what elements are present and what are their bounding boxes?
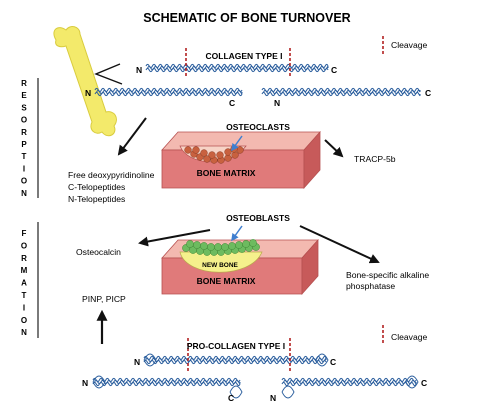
osteoblast-cell bbox=[186, 240, 194, 248]
collagen-strand bbox=[263, 89, 421, 95]
formation-letter: O bbox=[21, 241, 27, 250]
osteoblast-cell bbox=[214, 243, 222, 251]
osteoclast-cell bbox=[192, 146, 200, 154]
resorption-letter: N bbox=[21, 189, 27, 198]
resorption-marker: C-Telopeptides bbox=[68, 182, 125, 192]
collagen-strand bbox=[94, 379, 241, 385]
resorption-letter: R bbox=[21, 79, 27, 88]
c-terminus-label: C bbox=[229, 98, 235, 108]
propeptide-loop bbox=[405, 375, 419, 389]
osteoblast-cells bbox=[182, 239, 260, 256]
resorption-marker: N-Telopeptides bbox=[68, 194, 125, 204]
osteoclast-cell bbox=[203, 155, 211, 163]
osteoblast-pointer-arrow bbox=[231, 225, 243, 242]
osteoblast-cell bbox=[228, 242, 236, 250]
formation-arrow-right bbox=[299, 225, 380, 264]
n-terminus-label: N bbox=[136, 65, 142, 75]
diagram-title: SCHEMATIC OF BONE TURNOVER bbox=[143, 11, 350, 25]
collagen-helices bbox=[92, 63, 421, 399]
osteoblast-cell bbox=[200, 242, 208, 250]
pro-collagen-label: PRO-COLLAGEN TYPE I bbox=[187, 341, 285, 351]
osteocalcin-marker: Osteocalcin bbox=[76, 247, 121, 257]
collagen-strand bbox=[283, 379, 417, 385]
pinp-picp-marker: PINP, PICP bbox=[82, 294, 126, 304]
n-terminus-label: N bbox=[270, 393, 276, 403]
c-terminus-label: C bbox=[330, 357, 336, 367]
c-terminus-label: C bbox=[421, 378, 427, 388]
formation-arrow-left bbox=[138, 229, 211, 247]
collagen-strand bbox=[281, 381, 417, 387]
c-terminus-label: C bbox=[228, 393, 234, 403]
osteoblast-cell bbox=[207, 243, 215, 251]
c-terminus-label: C bbox=[331, 65, 337, 75]
formation-letter: A bbox=[21, 279, 27, 288]
alp-marker: phosphatase bbox=[346, 281, 395, 291]
collagen-strand bbox=[143, 359, 327, 365]
osteoblast-cell bbox=[249, 239, 257, 247]
osteoclasts-label: OSTEOCLASTS bbox=[226, 122, 290, 132]
formation-letter: I bbox=[23, 303, 25, 312]
formation-letter: M bbox=[21, 266, 28, 275]
c-terminus-label: C bbox=[425, 88, 431, 98]
resorption-matrix-label: BONE MATRIX bbox=[197, 168, 256, 178]
formation-letter: R bbox=[21, 254, 27, 263]
collagen-strand bbox=[261, 91, 421, 97]
new-bone-label: NEW BONE bbox=[202, 262, 238, 269]
osteoclast-cell bbox=[216, 151, 224, 159]
propeptide-loop bbox=[281, 385, 295, 399]
resorption-arrow-left bbox=[117, 117, 147, 156]
formation-matrix-label: BONE MATRIX bbox=[197, 276, 256, 286]
osteoblast-cell bbox=[242, 240, 250, 248]
propeptide-loop bbox=[143, 353, 157, 367]
propeptide-loop bbox=[92, 375, 106, 389]
propeptide-loop bbox=[229, 385, 243, 399]
resorption-letter: P bbox=[21, 140, 27, 149]
collagen-strand bbox=[96, 89, 243, 95]
alp-marker: Bone-specific alkaline bbox=[346, 270, 429, 280]
osteoclast-cell bbox=[236, 146, 244, 154]
osteoblast-cell bbox=[221, 243, 229, 251]
tracp-marker: TRACP-5b bbox=[354, 154, 396, 164]
resorption-letter: O bbox=[21, 177, 27, 186]
cleavage-legend-label-formation: Cleavage bbox=[391, 332, 428, 342]
collagen-type-label: COLLAGEN TYPE I bbox=[206, 51, 283, 61]
formation-letter: O bbox=[21, 316, 27, 325]
osteoblast-cell bbox=[235, 241, 243, 249]
formation-letter: T bbox=[22, 291, 27, 300]
osteoclast-cell bbox=[208, 151, 216, 159]
resorption-marker: Free deoxypyridinoline bbox=[68, 170, 155, 180]
n-terminus-label: N bbox=[274, 98, 280, 108]
n-terminus-label: N bbox=[134, 357, 140, 367]
osteoblasts-label: OSTEOBLASTS bbox=[226, 213, 290, 223]
formation-letter: N bbox=[21, 328, 27, 337]
resorption-letter: R bbox=[21, 128, 27, 137]
resorption-letter: O bbox=[21, 116, 27, 125]
propeptide-loop bbox=[315, 353, 329, 367]
resorption-letter: S bbox=[21, 103, 27, 112]
resorption-letter: I bbox=[23, 164, 25, 173]
osteoclast-cell bbox=[231, 151, 239, 159]
n-terminus-label: N bbox=[82, 378, 88, 388]
collagen-strand bbox=[145, 67, 329, 73]
collagen-strand bbox=[94, 91, 243, 97]
n-terminus-label: N bbox=[85, 88, 91, 98]
collagen-strand bbox=[92, 381, 241, 387]
osteoclast-cell bbox=[184, 146, 192, 154]
osteoclast-pointer-arrow bbox=[231, 135, 243, 152]
osteoclast-cells bbox=[184, 145, 244, 164]
resorption-arrow-right bbox=[324, 139, 344, 158]
formation-letter: F bbox=[22, 229, 27, 238]
osteoclast-cell bbox=[224, 148, 232, 156]
resorption-letter: E bbox=[21, 91, 27, 100]
resorption-bone-matrix-block bbox=[161, 130, 321, 190]
bone-zoom-lines bbox=[94, 63, 123, 85]
osteoblast-cell bbox=[193, 241, 201, 249]
cleavage-legend-label: Cleavage bbox=[391, 40, 428, 50]
resorption-letter: T bbox=[22, 152, 27, 161]
bone-icon bbox=[53, 26, 117, 137]
osteoclast-cell bbox=[200, 149, 208, 157]
